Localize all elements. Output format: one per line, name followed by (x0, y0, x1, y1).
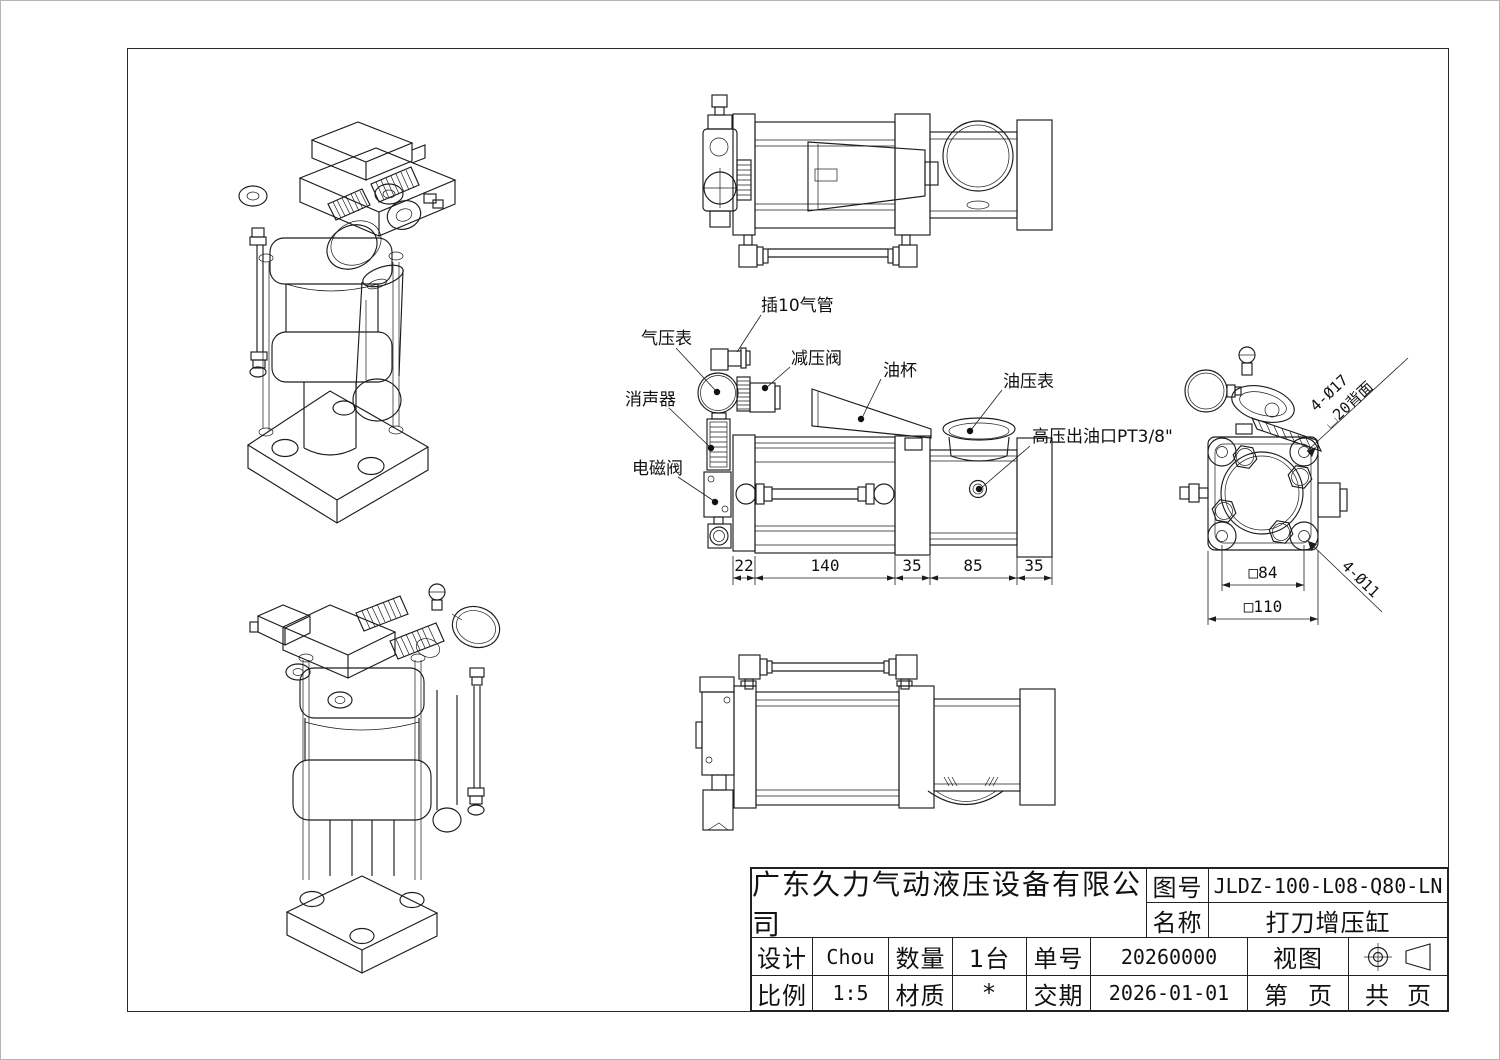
label-muffler: 消声器 (625, 390, 676, 410)
material-value: * (952, 975, 1027, 1012)
projection-symbol-cell (1348, 937, 1449, 976)
quantity-label: 数量 (888, 937, 953, 976)
total-pages-cell: 共 页 (1348, 975, 1449, 1012)
quantity-value: 1台 (952, 937, 1027, 976)
page-prefix: 第 (1264, 981, 1288, 1010)
isometric-view-1 (238, 121, 457, 524)
front-view-dimensions: 22 140 35 85 35 (732, 556, 1053, 585)
design-value: Chou (812, 937, 889, 976)
title-block: 广东久力气动液压设备有限公司 图号 JLDZ-100-L08-Q80-LN 名称… (750, 867, 1449, 1012)
delivery-label: 交期 (1026, 975, 1091, 1012)
delivery-value: 2026-01-01 (1090, 975, 1248, 1012)
label-oil-gauge: 油压表 (1003, 372, 1054, 392)
part-annotations: 插10气管 气压表 减压阀 油杯 油压表 消声器 电磁阀 高压出油口PT3/8" (625, 296, 1173, 506)
label-air-gauge: 气压表 (641, 329, 692, 349)
view-label: 视图 (1247, 937, 1349, 976)
dim-sq84: □84 (1249, 563, 1278, 582)
dim-holes11: 4-Ø11 (1338, 557, 1383, 601)
company-name: 广东久力气动液压设备有限公司 (750, 867, 1147, 938)
label-air-tube: 插10气管 (761, 296, 834, 316)
dim-22: 22 (734, 556, 753, 575)
scale-value: 1:5 (812, 975, 889, 1012)
bottom-view (695, 654, 1056, 831)
design-label: 设计 (750, 937, 813, 976)
total-prefix: 共 (1365, 981, 1389, 1010)
page-number-cell: 第 页 (1247, 975, 1349, 1012)
order-no-label: 单号 (1026, 937, 1091, 976)
first-angle-projection-icon (1364, 942, 1431, 971)
scale-label: 比例 (750, 975, 813, 1012)
front-view (697, 347, 1053, 558)
part-name-value: 打刀增压缸 (1208, 902, 1449, 938)
isometric-view-2 (249, 583, 501, 974)
label-hp-oil-outlet: 高压出油口PT3/8" (1032, 427, 1173, 447)
dim-sq110: □110 (1244, 597, 1283, 616)
drawing-no-value: JLDZ-100-L08-Q80-LN (1208, 867, 1449, 903)
label-reducing-valve: 减压阀 (791, 349, 842, 369)
part-name-label: 名称 (1146, 902, 1209, 938)
dim-35a: 35 (902, 556, 921, 575)
drawing-no-label: 图号 (1146, 867, 1209, 903)
top-view (702, 94, 1053, 268)
material-label: 材质 (888, 975, 953, 1012)
page-suffix: 页 (1308, 981, 1332, 1010)
order-no-value: 20260000 (1090, 937, 1248, 976)
label-oil-cup: 油杯 (883, 361, 917, 381)
label-solenoid-valve: 电磁阀 (632, 459, 683, 479)
end-view-dimensions: □84 □110 4-Ø17 ⌴20背面 4-Ø11 (1207, 357, 1409, 625)
dim-140: 140 (811, 556, 840, 575)
dim-35b: 35 (1024, 556, 1043, 575)
dim-85: 85 (963, 556, 982, 575)
total-suffix: 页 (1407, 981, 1431, 1010)
end-view (1179, 346, 1348, 551)
